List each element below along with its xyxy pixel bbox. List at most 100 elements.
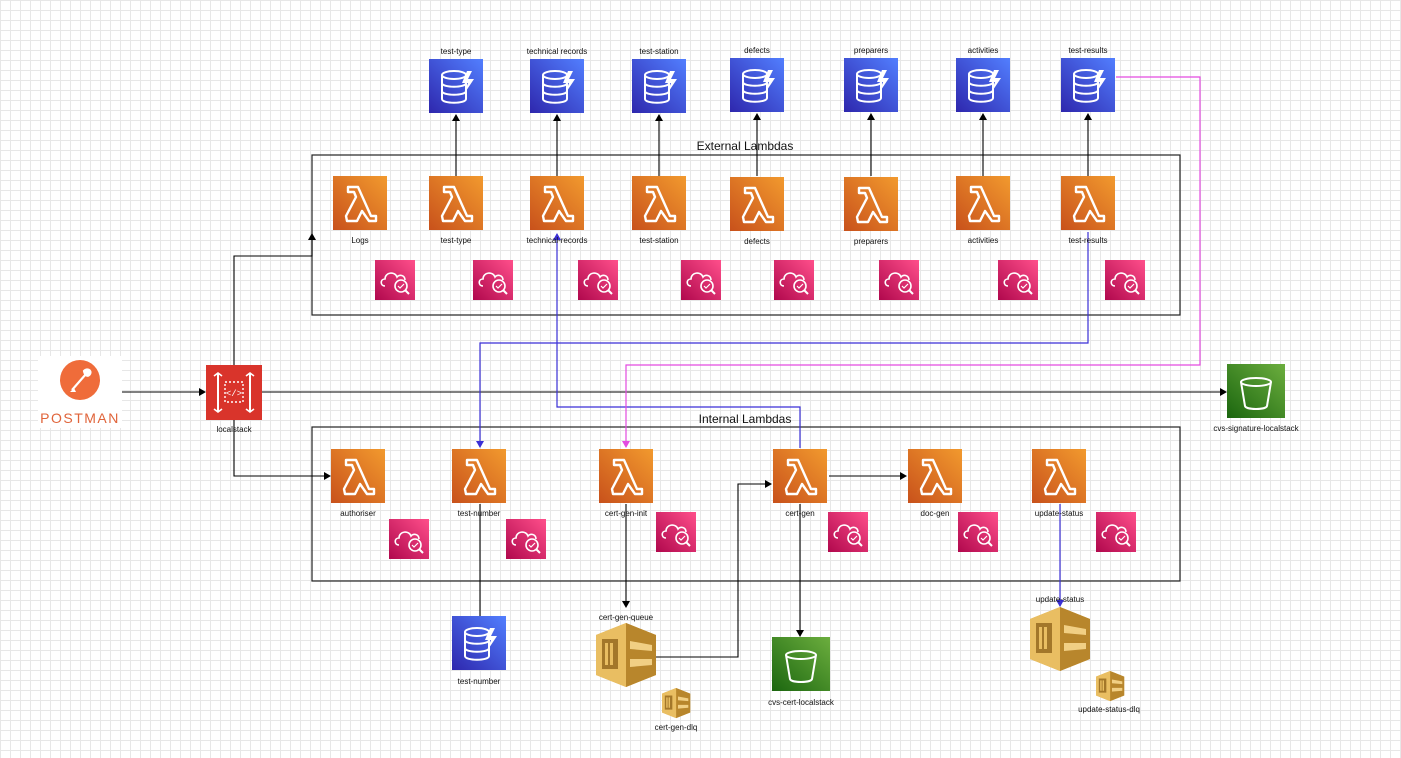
queue-update-status-dlq[interactable]: update-status-dlq (1078, 671, 1140, 714)
svg-text:cert-gen-dlq: cert-gen-dlq (655, 723, 698, 732)
external-cloudwatch-row (374, 259, 1146, 301)
cloudwatch-icon[interactable] (773, 259, 815, 301)
lambda-icon (329, 447, 387, 505)
lambda-authoriser[interactable]: authoriser (329, 447, 387, 518)
queue-cert-gen-queue[interactable]: cert-gen-queue (596, 613, 656, 687)
external-lambdas-title: External Lambdas (697, 139, 794, 153)
internal-lambdas-title: Internal Lambdas (699, 412, 792, 426)
svg-text:cvs-signature-localstack: cvs-signature-localstack (1213, 424, 1299, 433)
table-activities[interactable]: activities (955, 46, 1011, 113)
lambda-technical-records[interactable]: technical-records (527, 174, 588, 245)
lambda-icon (597, 447, 655, 505)
lambda-activities[interactable]: activities (954, 174, 1012, 245)
lambda-test-results[interactable]: test-results (1059, 174, 1117, 245)
svg-text:Logs: Logs (351, 236, 368, 245)
dynamodb-icon (843, 57, 899, 113)
postman-icon (60, 360, 100, 400)
queue-update-status[interactable]: update-status (1030, 595, 1090, 671)
queue-cert-gen-dlq[interactable]: cert-gen-dlq (655, 688, 698, 732)
svg-text:test-number: test-number (458, 509, 501, 518)
lambda-doc-gen[interactable]: doc-gen (906, 447, 964, 518)
cloudwatch-icon[interactable] (957, 511, 999, 553)
lambda-icon (427, 174, 485, 232)
lambda-test-number[interactable]: test-number (450, 447, 508, 518)
svg-text:update-status: update-status (1035, 509, 1083, 518)
cloudwatch-icon[interactable] (1095, 511, 1137, 553)
svg-text:test-type: test-type (441, 236, 472, 245)
svg-text:preparers: preparers (854, 237, 888, 246)
cloudwatch-icon[interactable] (472, 259, 514, 301)
cloudwatch-icon[interactable] (827, 511, 869, 553)
bucket-signature[interactable]: cvs-signature-localstack (1213, 363, 1300, 433)
lambda-icon (771, 447, 829, 505)
connector-magenta-test-results (622, 76, 1201, 448)
lambda-icon (450, 447, 508, 505)
cloudwatch-icon[interactable] (1104, 259, 1146, 301)
svg-text:authoriser: authoriser (340, 509, 376, 518)
table-test-station[interactable]: test-station (631, 47, 687, 114)
svg-text:doc-gen: doc-gen (921, 509, 950, 518)
svg-text:POSTMAN: POSTMAN (40, 410, 120, 426)
dynamodb-icon (955, 57, 1011, 113)
svg-text:cert-gen-queue: cert-gen-queue (599, 613, 654, 622)
postman[interactable]: POSTMAN (38, 356, 122, 428)
lambda-cert-gen-init[interactable]: cert-gen-init (597, 447, 655, 518)
sqs-queue-icon (662, 688, 691, 719)
sqs-queue-icon (1096, 671, 1125, 702)
lambda-icon (1059, 174, 1117, 232)
svg-text:cvs-cert-localstack: cvs-cert-localstack (768, 698, 835, 707)
cloudwatch-icon[interactable] (878, 259, 920, 301)
dynamodb-icon (451, 615, 507, 671)
s3-bucket-icon (771, 636, 831, 692)
cloudwatch-icon[interactable] (388, 518, 430, 560)
dynamodb-icon (1060, 57, 1116, 113)
internal-cloudwatch-row (388, 511, 1137, 560)
svg-text:preparers: preparers (854, 46, 888, 55)
internal-lambdas-group (311, 426, 1181, 582)
dynamodb-icon (729, 57, 785, 113)
table-technical-records[interactable]: technical records (527, 47, 587, 114)
table-defects[interactable]: defects (729, 46, 785, 113)
lambda-test-station[interactable]: test-station (630, 174, 688, 245)
lambda-icon (842, 175, 900, 233)
svg-text:technical-records: technical-records (527, 236, 588, 245)
svg-text:technical records: technical records (527, 47, 587, 56)
table-test-number[interactable]: test-number (451, 615, 507, 686)
cloudwatch-icon[interactable] (997, 259, 1039, 301)
table-test-type[interactable]: test-type (428, 47, 484, 114)
lambda-cert-gen[interactable]: cert-gen (771, 447, 829, 518)
cloudwatch-icon[interactable] (655, 511, 697, 553)
cloudwatch-icon[interactable] (577, 259, 619, 301)
svg-text:test-station: test-station (639, 236, 678, 245)
lambda-icon (954, 174, 1012, 232)
connectors-black (122, 113, 1227, 658)
cloudwatch-icon[interactable] (680, 259, 722, 301)
table-test-results[interactable]: test-results (1060, 46, 1116, 113)
lambda-update-status[interactable]: update-status (1030, 447, 1088, 518)
svg-text:cert-gen-init: cert-gen-init (605, 509, 648, 518)
svg-text:activities: activities (968, 236, 999, 245)
svg-text:defects: defects (744, 46, 770, 55)
svg-text:update-status: update-status (1036, 595, 1084, 604)
api-gateway-localstack[interactable]: </> localstack (206, 365, 262, 434)
dynamodb-icon (529, 58, 585, 114)
table-preparers[interactable]: preparers (843, 46, 899, 113)
s3-bucket-icon (1226, 363, 1286, 419)
lambda-logs[interactable]: Logs (331, 174, 389, 245)
lambda-preparers[interactable]: preparers (842, 175, 900, 246)
bucket-cert[interactable]: cvs-cert-localstack (768, 636, 835, 707)
cloudwatch-icon[interactable] (505, 518, 547, 560)
svg-text:test-results: test-results (1068, 46, 1107, 55)
lambda-defects[interactable]: defects (728, 175, 786, 246)
lambda-icon (728, 175, 786, 233)
lambda-icon (630, 174, 688, 232)
cloudwatch-icon[interactable] (374, 259, 416, 301)
sqs-queue-icon (596, 623, 656, 687)
connector-blue-cert-gen (553, 233, 801, 448)
svg-text:test-station: test-station (639, 47, 678, 56)
svg-text:localstack: localstack (216, 425, 252, 434)
lambda-test-type[interactable]: test-type (427, 174, 485, 245)
dynamodb-icon (631, 58, 687, 114)
svg-text:defects: defects (744, 237, 770, 246)
